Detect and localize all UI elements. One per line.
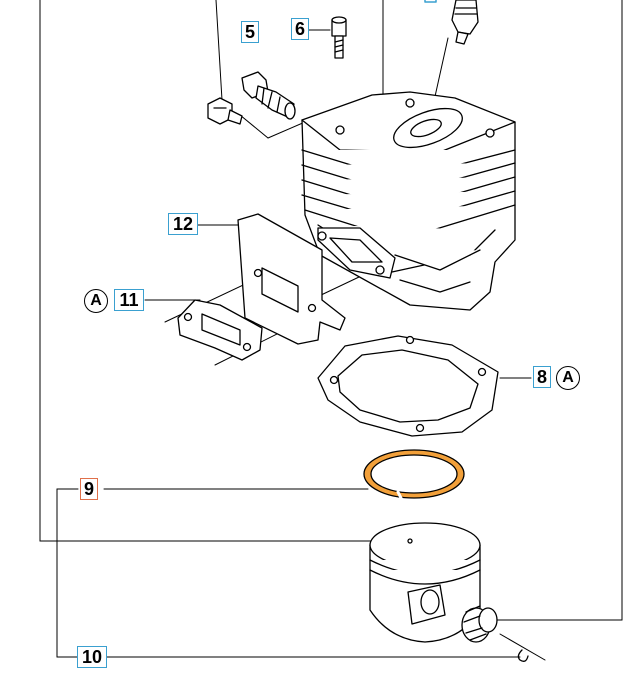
decompression-bolt bbox=[207, 97, 243, 125]
callout-8[interactable]: 8 bbox=[533, 366, 551, 388]
reference-a-right: A bbox=[556, 366, 580, 390]
needle-bearing bbox=[461, 605, 498, 643]
reference-a-left: A bbox=[84, 289, 108, 313]
part-6-screw bbox=[331, 16, 347, 59]
spark-plug bbox=[451, 0, 479, 45]
part-10-circlip bbox=[517, 649, 529, 662]
part-12-heat-shield bbox=[237, 213, 346, 345]
piston bbox=[369, 522, 481, 643]
leader-lines bbox=[39, 0, 623, 661]
callout-11[interactable]: 11 bbox=[114, 289, 144, 311]
callout-12[interactable]: 12 bbox=[168, 213, 198, 235]
callout-9[interactable]: 9 bbox=[80, 478, 98, 500]
callout-10[interactable]: 10 bbox=[77, 646, 107, 668]
part-9-piston-ring bbox=[363, 449, 465, 502]
cylinder bbox=[301, 91, 516, 311]
part-8-base-gasket bbox=[317, 335, 499, 437]
partial-callout-box bbox=[424, 0, 437, 3]
part-5-fitting bbox=[241, 71, 296, 120]
callout-6[interactable]: 6 bbox=[291, 18, 309, 40]
part-11-gasket bbox=[177, 299, 263, 361]
callout-5[interactable]: 5 bbox=[241, 21, 259, 43]
